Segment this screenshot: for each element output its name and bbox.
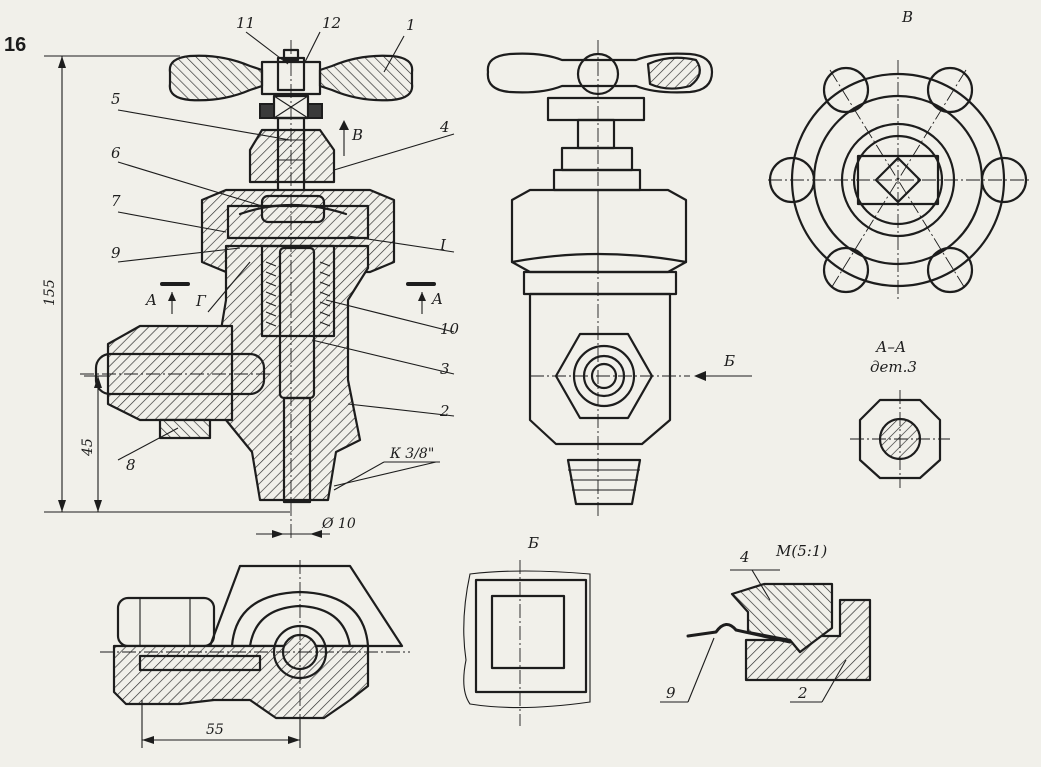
dimension-diameter: Ø 10 (321, 516, 356, 532)
part-label-7: 7 (111, 192, 121, 210)
dimension-height: 155 (42, 279, 58, 306)
section-mark-g: Г (195, 292, 207, 310)
dimension-lines (44, 55, 330, 538)
section-arrow-left: A (144, 291, 157, 309)
part-label-4: 4 (439, 118, 450, 136)
view-b-label: Б (527, 534, 539, 552)
dimension-width: 55 (206, 722, 224, 738)
part-leaders (117, 31, 455, 487)
thread-callout: К 3/8" (389, 446, 434, 462)
detail-m: М(5:1) 4 9 2 (660, 542, 872, 703)
section-arrow-right: A (430, 290, 443, 308)
part-label-1: 1 (406, 16, 416, 34)
part-label-8: 8 (126, 456, 136, 474)
section-aa-label: А–А (875, 338, 906, 356)
detail-m-label: М(5:1) (775, 542, 827, 560)
view-v-label: В (901, 8, 913, 26)
part-label-6: 6 (111, 144, 121, 162)
bottom-plan-view: 55 (100, 560, 410, 748)
main-section-view: A A В (42, 14, 460, 540)
part-label-9: 9 (111, 244, 121, 262)
view-b: Б (463, 534, 591, 726)
section-a-a: А–А дет.3 (850, 338, 950, 488)
view-arrow-v: В (351, 126, 363, 144)
part-label-10: 10 (440, 320, 460, 338)
part-label-2: 2 (439, 402, 450, 420)
figure-number: 16 (4, 34, 27, 56)
part-label-11: 11 (236, 14, 255, 32)
part-label-12: 12 (322, 14, 341, 32)
view-v-top: В (768, 8, 1030, 300)
section-aa-detail: дет.3 (870, 358, 917, 376)
part-label-5: 5 (111, 90, 121, 108)
side-view: Б (486, 40, 752, 516)
part-label-3: 3 (440, 360, 450, 378)
view-arrow-b: Б (723, 352, 735, 370)
spring (265, 261, 331, 327)
part-label-roman-1: I (439, 236, 447, 254)
dimension-lower-height: 45 (80, 438, 96, 457)
detail-part-label-4: 4 (739, 548, 750, 566)
detail-part-label-9: 9 (666, 684, 676, 702)
detail-part-label-2: 2 (797, 684, 808, 702)
